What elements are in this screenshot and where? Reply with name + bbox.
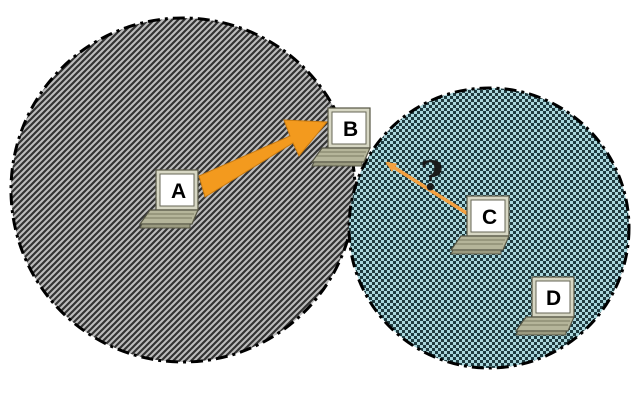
link-arrow-c-to-b bbox=[385, 161, 469, 216]
link-arrow-a-to-b bbox=[198, 119, 329, 198]
laptop-c: C bbox=[450, 195, 510, 255]
laptop-a: A bbox=[139, 169, 199, 229]
laptop-d: D bbox=[515, 276, 575, 336]
node-label-b: B bbox=[343, 118, 358, 141]
node-label-c: C bbox=[482, 206, 497, 229]
node-label-d: D bbox=[546, 287, 561, 310]
laptop-b: B bbox=[311, 107, 371, 167]
question-mark: ? bbox=[420, 153, 443, 200]
node-label-a: A bbox=[171, 180, 186, 203]
